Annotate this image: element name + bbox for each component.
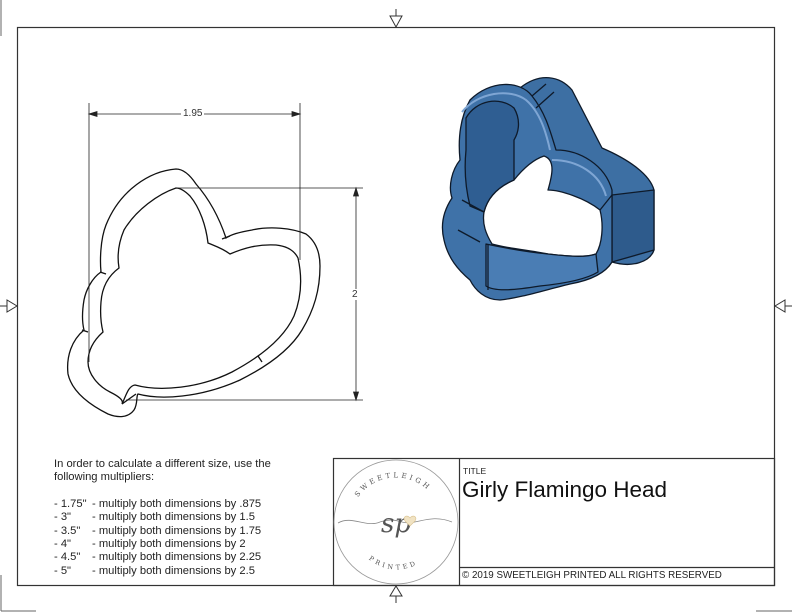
drawing-title: Girly Flamingo Head (462, 477, 668, 502)
dimension-lines (87, 103, 363, 402)
multiplier-row: - 4"- multiply both dimensions by 2 (54, 538, 246, 551)
left-center-arrow-icon (0, 299, 18, 313)
multiplier-row: - 3"- multiply both dimensions by 1.5 (54, 511, 255, 524)
title-block (332, 457, 776, 587)
multiplier-row: - 4.5"- multiply both dimensions by 2.25 (54, 551, 262, 564)
centering-marks (0, 9, 792, 603)
multiplier-row: - 3.5"- multiply both dimensions by 1.75 (54, 524, 262, 537)
cutter-3d-model (441, 76, 655, 301)
logo-top-text: SWEETLEIGH (353, 471, 433, 498)
multiplier-row: - 1.75"- multiply both dimensions by .87… (54, 497, 262, 510)
logo-bottom-text: PRINTED (367, 554, 419, 571)
title-label: TITLE (463, 466, 487, 476)
right-center-arrow-icon (774, 299, 792, 313)
multiplier-row: - 5"- multiply both dimensions by 2.5 (54, 564, 255, 577)
sweetleigh-logo: sp SWEETLEIGH PRINTED (333, 459, 459, 585)
copyright-notice: © 2019 SWEETLEIGH PRINTED ALL RIGHTS RES… (462, 570, 722, 581)
size-multiplier-notes: In order to calculate a different size, … (54, 458, 284, 578)
height-dimension-label: 2 (350, 289, 360, 300)
heart-icon (403, 515, 417, 527)
width-dimension-label: 1.95 (181, 108, 205, 119)
logo-monogram: sp (381, 509, 411, 539)
cutter-outline-drawing (66, 168, 321, 418)
bottom-center-arrow-icon (389, 585, 403, 603)
top-center-arrow-icon (389, 9, 403, 29)
notes-intro: In order to calculate a different size, … (54, 458, 271, 484)
